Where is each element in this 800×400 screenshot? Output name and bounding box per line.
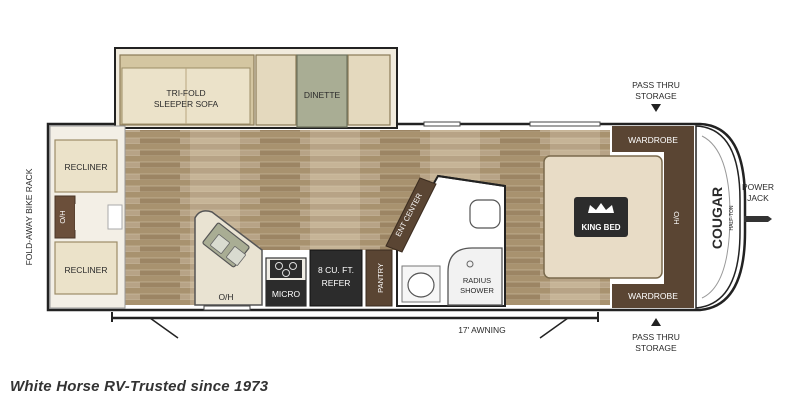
dinette-bench-left	[255, 54, 297, 126]
window	[423, 121, 461, 127]
dinette-label: DINETTE	[304, 90, 341, 100]
shower-label-1: RADIUS	[463, 276, 491, 285]
window	[203, 305, 251, 311]
pass-thru-bottom-1: PASS THRU	[632, 332, 680, 342]
recliner-top-label: RECLINER	[65, 162, 108, 172]
slide-out	[114, 47, 398, 129]
dealer-footer: White Horse RV-Trusted since 1973	[10, 378, 269, 395]
rear-area	[49, 125, 126, 309]
toilet	[469, 199, 501, 229]
shower-label-2: SHOWER	[460, 286, 494, 295]
pass-thru-bottom-2: STORAGE	[635, 343, 677, 353]
sofa-label-2: SLEEPER SOFA	[154, 99, 219, 109]
bedroom-overhead	[664, 152, 694, 284]
recliner-bottom	[54, 241, 118, 295]
king-bed-label: KING BED	[581, 223, 620, 232]
bath-sink	[407, 272, 435, 298]
pass-thru-top-1: PASS THRU	[632, 80, 680, 90]
crown-icon	[588, 203, 614, 213]
sofa-label-1: TRI-FOLD	[166, 88, 205, 98]
awning-label: 17' AWNING	[458, 325, 506, 335]
dinette-table	[296, 54, 348, 128]
pantry	[365, 249, 393, 307]
wardrobe-top	[612, 126, 694, 152]
refer-label-2: REFER	[322, 278, 351, 288]
tongue-jack	[744, 216, 772, 222]
stove-micro	[265, 257, 307, 307]
recliner-top	[54, 139, 118, 193]
wardrobe-bottom-label: WARDROBE	[628, 291, 678, 301]
micro-label: MICRO	[272, 289, 301, 299]
bike-rack-label: FOLD-AWAY BIKE RACK	[24, 168, 34, 265]
king-bed-badge	[574, 197, 628, 237]
front-cap	[695, 125, 741, 309]
refer-label-1: 8 CU. FT.	[318, 265, 354, 275]
arrow-down-icon	[651, 104, 661, 112]
microwave	[266, 280, 306, 306]
recliner-bottom-label: RECLINER	[65, 265, 108, 275]
kitchen-oh-label: O/H	[218, 292, 233, 302]
wardrobe-top-label: WARDROBE	[628, 135, 678, 145]
power-jack-label-2: JACK	[747, 193, 769, 203]
kitchen-island	[194, 210, 263, 306]
brand-logo: COUGAR	[709, 187, 725, 249]
wardrobe-bottom	[612, 284, 694, 308]
refrigerator	[309, 249, 363, 307]
pass-thru-top-2: STORAGE	[635, 91, 677, 101]
pantry-label: PANTRY	[376, 263, 385, 293]
ent-center	[385, 177, 437, 253]
dinette-bench-right	[347, 54, 391, 126]
window	[529, 121, 601, 127]
awning	[111, 312, 599, 339]
brand-sub: HALF-TON	[729, 205, 735, 230]
radius-shower	[447, 247, 503, 306]
bed-oh-label: H/O	[672, 211, 681, 225]
arrow-up-icon	[651, 318, 661, 326]
rear-oh-label: O/H	[58, 210, 67, 223]
power-jack-label-1: POWER	[742, 182, 774, 192]
